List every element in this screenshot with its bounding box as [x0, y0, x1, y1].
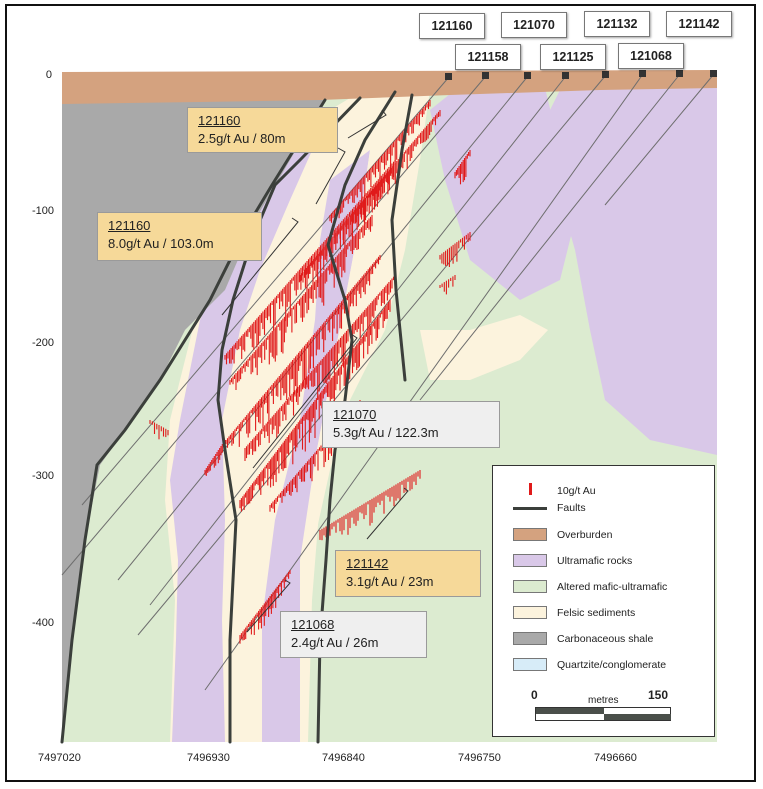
overburden-swatch	[513, 528, 547, 541]
felsic-swatch	[513, 606, 547, 619]
drill-hole-traces	[61, 73, 715, 691]
y-tick-label: -100	[31, 205, 54, 217]
interval-bracket	[315, 147, 346, 205]
callout-grade: 3.1g/t Au / 23m	[346, 574, 434, 589]
callout-hole-id: 121142	[346, 556, 389, 571]
drill-collar	[602, 71, 609, 78]
legend-unit-label: Overburden	[557, 528, 613, 541]
callout-grade: 2.5g/t Au / 80m	[198, 131, 286, 146]
assay-intervals	[149, 100, 471, 644]
intercept-callout: 121160 8.0g/t Au / 103.0m	[97, 212, 262, 261]
callout-hole-id: 121160	[198, 113, 241, 128]
hole-tag-121132: 121132	[584, 11, 650, 37]
interval-bracket	[246, 579, 291, 633]
fault-line	[390, 93, 414, 382]
legend-unit-row: Altered mafic-ultramafic	[513, 580, 667, 593]
intercept-callout: 121160 2.5g/t Au / 80m	[187, 107, 338, 153]
interval-bracket	[347, 109, 387, 139]
hole-tag-121068: 121068	[618, 43, 684, 69]
legend-faults-label: Faults	[557, 502, 586, 514]
ultramafic-east-zone	[545, 85, 717, 455]
x-tick-label: 7496840	[322, 752, 365, 764]
callout-hole-id: 121070	[333, 407, 377, 422]
quartzite-swatch	[513, 658, 547, 671]
drill-collar	[445, 73, 452, 80]
felsic-east-lens	[420, 315, 548, 380]
callout-hole-id: 121160	[108, 218, 151, 233]
interval-bracket	[221, 217, 299, 316]
drill-collars	[445, 70, 717, 80]
drill-collar	[562, 72, 569, 79]
ultramafic-west-strip	[170, 110, 330, 742]
shale-swatch	[513, 632, 547, 645]
drill-hole-trace	[81, 76, 450, 506]
legend-unit-row: Overburden	[513, 528, 612, 541]
hole-tag-121070: 121070	[501, 12, 567, 38]
callout-grade: 5.3g/t Au / 122.3m	[333, 425, 439, 440]
y-tick-label: -400	[31, 617, 54, 629]
scale-bar	[535, 707, 671, 721]
legend-unit-row: Felsic sediments	[513, 606, 635, 619]
intercept-callout: 121068 2.4g/t Au / 26m	[280, 611, 427, 658]
y-tick-label: -300	[31, 470, 54, 482]
scale-max-label: 150	[648, 688, 669, 702]
drill-collar	[639, 70, 646, 77]
fault-line	[216, 96, 362, 744]
drill-hole-trace	[117, 75, 529, 581]
legend: 10g/t Au Faults Overburden Ultramafic ro…	[492, 465, 715, 737]
y-tick-label: -200	[31, 337, 54, 349]
callout-grade: 8.0g/t Au / 103.0m	[108, 236, 214, 251]
interval-bracket	[366, 487, 409, 540]
drill-collar	[524, 72, 531, 79]
y-tick-label: 0	[45, 69, 52, 81]
legend-unit-row: Quartzite/conglomerate	[513, 658, 666, 671]
x-tick-label: 7496660	[594, 752, 637, 764]
legend-unit-label: Altered mafic-ultramafic	[557, 580, 668, 593]
felsic-inner-strip	[300, 92, 395, 742]
legend-faults-row: Faults	[513, 502, 586, 514]
scale-unit-label: metres	[588, 695, 619, 706]
x-tick-label: 7496750	[458, 752, 501, 764]
drill-hole-trace	[419, 73, 681, 401]
hole-tag-121125: 121125	[540, 44, 606, 70]
legend-unit-label: Carbonaceous shale	[557, 632, 654, 645]
hole-tag-121142: 121142	[666, 11, 732, 37]
callout-grade: 2.4g/t Au / 26m	[291, 635, 379, 650]
callout-hole-id: 121068	[291, 617, 335, 632]
assay-tick-icon	[513, 483, 547, 498]
legend-assay-label: 10g/t Au	[557, 484, 596, 497]
legend-unit-label: Ultramafic rocks	[557, 554, 633, 567]
altered-mafic-swatch	[513, 580, 547, 593]
overburden-layer	[62, 70, 717, 104]
drill-hole-trace	[204, 73, 644, 691]
hole-tag-121158: 121158	[455, 44, 521, 70]
ultramafic-swatch	[513, 554, 547, 567]
fault-line	[316, 90, 397, 744]
drill-hole-trace	[604, 73, 715, 206]
legend-unit-label: Quartzite/conglomerate	[557, 658, 667, 671]
ultramafic-middle-zone	[430, 88, 575, 300]
drill-collar	[482, 72, 489, 79]
legend-assay-row: 10g/t Au	[513, 483, 596, 498]
drill-collar	[676, 70, 683, 77]
x-tick-label: 7497020	[38, 752, 81, 764]
drill-hole-trace	[137, 74, 607, 636]
legend-unit-label: Felsic sediments	[557, 606, 636, 619]
legend-unit-row: Carbonaceous shale	[513, 632, 653, 645]
x-tick-label: 7496930	[187, 752, 230, 764]
scale-min-label: 0	[531, 688, 538, 702]
legend-unit-row: Ultramafic rocks	[513, 554, 632, 567]
interval-brackets	[221, 109, 409, 633]
fault-line-icon	[513, 506, 547, 510]
intercept-callout: 121070 5.3g/t Au / 122.3m	[322, 401, 500, 448]
intercept-callout: 121142 3.1g/t Au / 23m	[335, 550, 481, 597]
hole-tag-121160: 121160	[419, 13, 485, 39]
drill-collar	[710, 70, 717, 77]
drill-hole-trace	[149, 75, 567, 606]
interval-bracket	[252, 333, 358, 469]
